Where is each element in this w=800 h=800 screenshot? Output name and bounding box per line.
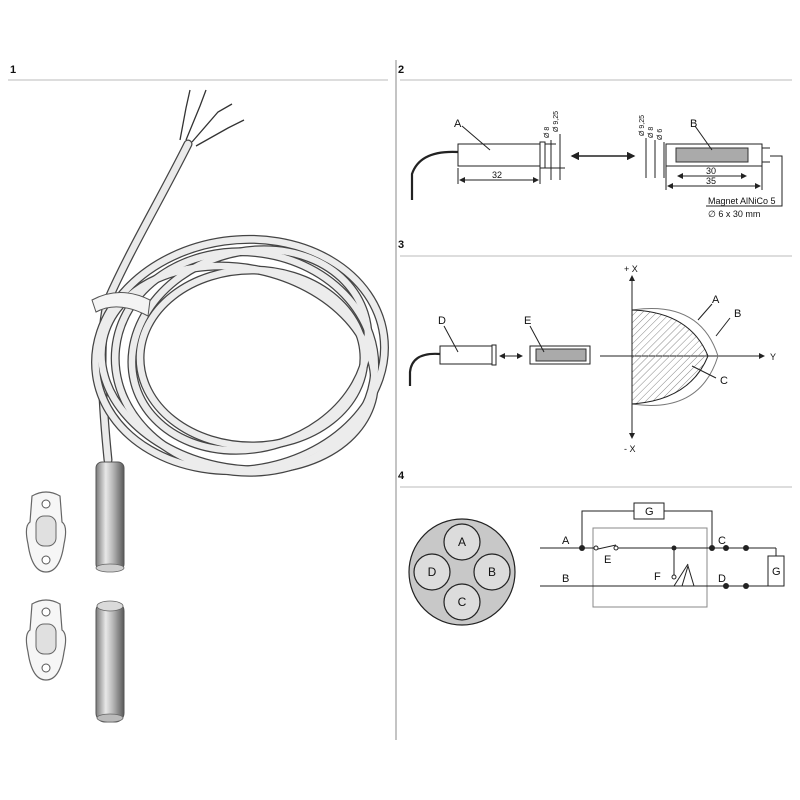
dim-32: 32 [492,170,502,180]
dim-d6-right: Ø 6 [657,129,664,140]
panel-4-connector [408,518,516,626]
panel-3-labels: D E + X - X Y A B C [438,264,776,454]
dim-d8-right: Ø 8 [648,127,655,138]
panel-1-product [25,89,389,723]
axis-y: Y [770,352,776,362]
panel-2-dimensions [410,125,783,207]
dim-d8-left: Ø 8 [544,127,551,138]
pin-b-circle [473,553,511,591]
pin-label-b: B [488,565,496,579]
label-a: A [454,118,462,130]
dim-30: 30 [706,166,716,176]
pin-d-circle [413,553,451,591]
panel-4-junction-dots [579,545,749,589]
sensor-housing-box [592,527,708,608]
pin-label-d: D [428,565,437,579]
magnet-spec-line2: ∅ 6 x 30 mm [708,209,760,219]
curve-b [631,308,719,406]
cable-tie [91,292,151,317]
dim-35: 35 [706,176,716,186]
pin-label-c: C [458,595,467,609]
cable-coil [91,234,389,477]
curve-c [631,309,709,405]
magnet-spec-line1: Magnet AlNiCo 5 [708,196,776,206]
wire-label-b: B [562,573,569,585]
wire-label-a: A [562,535,570,547]
reed-label-e: E [604,554,611,566]
dim-d925-left: Ø 9,25 [553,111,560,132]
panel-4-circuit [540,502,785,608]
switch-label-f: F [654,571,661,583]
label-e: E [524,315,531,327]
resistor-label-g-right: G [772,566,781,578]
mounting-bracket-upper [25,491,67,573]
curve-label-b: B [734,308,741,320]
magnet-body [95,601,125,723]
wire-label-d: D [718,573,726,585]
resistor-g-right [767,555,785,587]
panel-number-4: 4 [398,470,405,482]
panel-number-2: 2 [398,64,405,76]
panel-3-field [408,275,765,439]
panel-number-3: 3 [398,239,405,251]
axis-minus-x: - X [624,444,636,454]
dim-d925-right: Ø 9,25 [639,115,646,136]
resistor-label-g-top: G [645,506,654,518]
sensor-body [95,461,125,571]
wire-label-c: C [718,535,726,547]
sensor-d-body [439,345,493,365]
panel-4-circuit-labels: A B C D E F G G [562,506,781,585]
curve-label-c: C [720,375,728,387]
curve-label-a: A [712,294,720,306]
panel-4-pin-labels: A D B C [428,535,496,609]
connector-face [408,518,516,626]
pin-c-circle [443,583,481,621]
sensor-a-body [457,143,541,167]
mounting-bracket-lower [25,599,67,681]
wire-ends [179,89,245,147]
axis-plus-x: + X [624,264,638,274]
pin-label-a: A [458,535,466,549]
panel-number-1: 1 [10,64,17,76]
label-b: B [690,118,697,130]
pin-a-circle [443,523,481,561]
panel-2-labels: A B 32 Ø 8 Ø 9,25 Ø 9,25 Ø 8 Ø 6 30 35 M… [454,111,776,219]
label-d: D [438,315,446,327]
panel-dividers [8,60,792,740]
